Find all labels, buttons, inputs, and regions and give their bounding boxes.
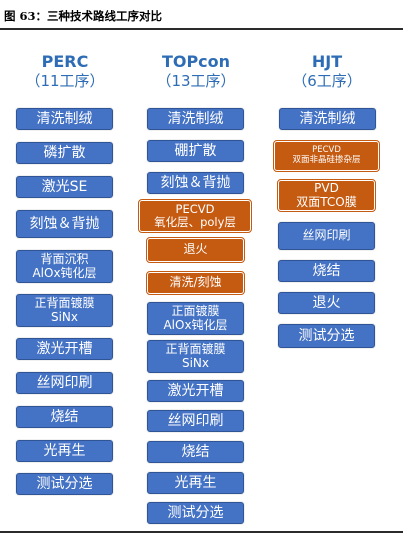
topcon-step-7: 正面镀膜 AlOx钝化层 — [147, 302, 244, 335]
topcon-step-6: 清洗/刻蚀 — [146, 271, 245, 295]
perc-step-5: 背面沉积 AlOx钝化层 — [16, 250, 113, 283]
hjt-step-7: 测试分选 — [278, 324, 375, 348]
column-step-count: （13工序） — [156, 72, 236, 90]
perc-step-3: 激光SE — [16, 176, 113, 198]
topcon-step-13: 测试分选 — [147, 502, 244, 524]
perc-step-10: 光再生 — [16, 440, 113, 462]
topcon-step-4: PECVD 氧化层、poly层 — [138, 199, 252, 233]
figure-title: 图 63：三种技术路线工序对比 — [4, 9, 163, 23]
column-step-count: （11工序） — [25, 72, 105, 90]
topcon-step-8: 正背面镀膜 SiNx — [147, 340, 244, 373]
bottom-rule — [0, 531, 403, 533]
topcon-step-1: 清洗制绒 — [147, 108, 244, 130]
column-name: PERC — [41, 52, 89, 71]
perc-step-6: 正背面镀膜 SiNx — [16, 294, 113, 327]
topcon-step-2: 硼扩散 — [147, 140, 244, 162]
perc-step-7: 激光开槽 — [16, 338, 113, 360]
perc-step-11: 测试分选 — [16, 473, 113, 495]
topcon-step-9: 激光开槽 — [147, 380, 244, 402]
perc-step-2: 磷扩散 — [16, 142, 113, 164]
topcon-step-5: 退火 — [146, 237, 245, 263]
column-name: TOPcon — [161, 52, 231, 71]
hjt-step-6: 退火 — [278, 292, 375, 314]
column-header-hjt: HJT （6工序） — [262, 54, 392, 89]
column-name: HJT — [311, 52, 343, 71]
topcon-step-3: 刻蚀＆背抛 — [147, 172, 244, 194]
top-rule — [0, 28, 403, 30]
topcon-step-11: 烧结 — [147, 441, 244, 463]
perc-step-1: 清洗制绒 — [16, 108, 113, 130]
topcon-step-10: 丝网印刷 — [147, 410, 244, 432]
hjt-step-5: 烧结 — [278, 260, 375, 282]
hjt-step-4: 丝网印刷 — [278, 222, 375, 250]
perc-step-4: 刻蚀＆背抛 — [16, 210, 113, 238]
column-header-topcon: TOPcon （13工序） — [131, 54, 261, 89]
perc-step-9: 烧结 — [16, 406, 113, 428]
hjt-step-1: 清洗制绒 — [279, 108, 376, 130]
column-step-count: （6工序） — [292, 72, 362, 90]
perc-step-8: 丝网印刷 — [16, 372, 113, 394]
hjt-step-3: PVD 双面TCO膜 — [277, 179, 376, 212]
column-header-perc: PERC （11工序） — [0, 54, 130, 89]
topcon-step-12: 光再生 — [147, 472, 244, 494]
hjt-step-2: PECVD 双面非晶硅掺杂层 — [273, 140, 380, 172]
